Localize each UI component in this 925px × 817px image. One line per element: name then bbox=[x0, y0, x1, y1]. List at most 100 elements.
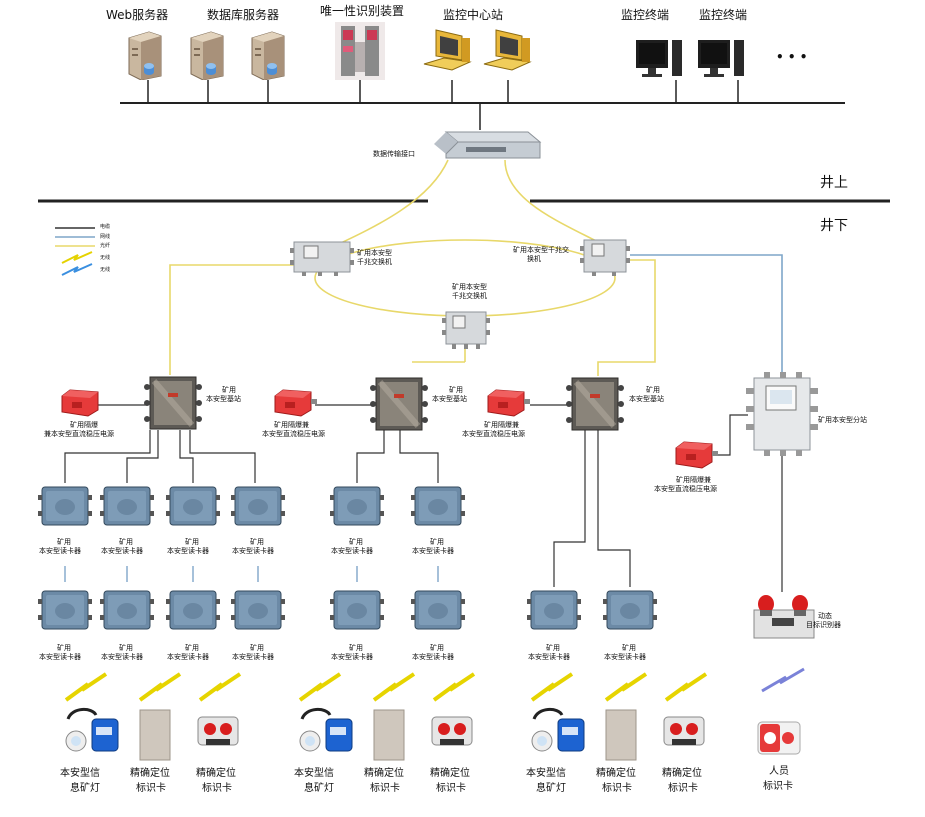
db-server-2-icon bbox=[251, 31, 285, 80]
location-tag-icon bbox=[663, 716, 705, 746]
reader-icon bbox=[100, 486, 154, 526]
reader-r1-1-line2: 本安型读卡器 bbox=[101, 547, 143, 555]
id-card-icon bbox=[605, 709, 637, 761]
detector-line2: 目标识别器 bbox=[806, 621, 841, 629]
wireless-signal-icon bbox=[298, 672, 342, 702]
power-a-line2: 兼本安型直流稳压电源 bbox=[44, 430, 114, 438]
power-b-line2: 本安型直流稳压电源 bbox=[262, 430, 325, 438]
card-0-line2: 标识卡 bbox=[136, 783, 166, 794]
power-c-line1: 矿用隔爆兼 bbox=[484, 421, 519, 429]
tag-2-line1: 精确定位 bbox=[662, 768, 702, 779]
wireless-signal-icon bbox=[372, 672, 416, 702]
db-server-icon bbox=[190, 31, 224, 80]
reader-icon bbox=[38, 590, 92, 630]
legend-cable: 电缆 bbox=[100, 224, 111, 230]
tag-0-line2: 标识卡 bbox=[202, 783, 232, 794]
power-supply-b-icon bbox=[274, 389, 317, 417]
wireless-signal-icon bbox=[198, 672, 242, 702]
reader-r2-3-line1: 矿用 bbox=[250, 644, 264, 652]
switch-left-icon bbox=[290, 241, 354, 276]
tag-2-line2: 标识卡 bbox=[668, 783, 698, 794]
label-unique-id-device: 唯一性识别装置 bbox=[320, 4, 405, 18]
reader-r1-2-line1: 矿用 bbox=[185, 538, 199, 546]
id-card-icon bbox=[139, 709, 171, 761]
reader-r2-1-line1: 矿用 bbox=[119, 644, 133, 652]
lamp-0-line2: 息矿灯 bbox=[70, 783, 100, 794]
label-above-ground: 井上 bbox=[820, 175, 848, 191]
reader-r2-3-line2: 本安型读卡器 bbox=[232, 653, 274, 661]
reader-icon bbox=[330, 590, 384, 630]
legend-network: 网线 bbox=[100, 234, 111, 240]
reader-r2-0-line1: 矿用 bbox=[57, 644, 71, 652]
label-substation: 矿用本安型分站 bbox=[818, 416, 867, 424]
data-port-icon bbox=[434, 131, 542, 159]
wireless-signal-icon bbox=[664, 672, 708, 702]
switch-right-line1: 矿用本安型千兆交 bbox=[513, 246, 569, 254]
power-d-line1: 矿用隔爆兼 bbox=[676, 476, 711, 484]
workstation-icon bbox=[423, 29, 472, 71]
switch-center-icon bbox=[442, 311, 490, 349]
reader-icon bbox=[38, 486, 92, 526]
reader-r2-0-line2: 本安型读卡器 bbox=[39, 653, 81, 661]
reader-r1-5-line2: 本安型读卡器 bbox=[412, 547, 454, 555]
tag-1-line1: 精确定位 bbox=[430, 768, 470, 779]
base-station-1-line2: 本安型基站 bbox=[206, 395, 241, 403]
dynamic-detector-icon bbox=[753, 595, 815, 639]
reader-r2-5-line2: 本安型读卡器 bbox=[412, 653, 454, 661]
reader-icon bbox=[166, 486, 220, 526]
reader-r2-5-line1: 矿用 bbox=[430, 644, 444, 652]
reader-r2-4-line1: 矿用 bbox=[349, 644, 363, 652]
power-a-line1: 矿用隔爆 bbox=[70, 421, 98, 429]
base-station-3-icon bbox=[566, 377, 624, 431]
location-tag-icon bbox=[431, 716, 473, 746]
reader-r2-4-line2: 本安型读卡器 bbox=[331, 653, 373, 661]
card-2-line2: 标识卡 bbox=[602, 783, 632, 794]
power-supply-d-icon bbox=[675, 441, 718, 469]
web-server-icon bbox=[128, 31, 162, 80]
wireless-signal-icon bbox=[432, 672, 476, 702]
label-monitor-center: 监控中心站 bbox=[443, 8, 504, 22]
reader-r1-1-line1: 矿用 bbox=[119, 538, 133, 546]
switch-center-line1: 矿用本安型 bbox=[452, 283, 487, 291]
wireless-signal-icon bbox=[530, 672, 574, 702]
id-card-icon bbox=[373, 709, 405, 761]
personnel-card-icon bbox=[757, 721, 801, 755]
power-supply-c-icon bbox=[487, 389, 530, 417]
power-d-line2: 本安型直流稳压电源 bbox=[654, 485, 717, 493]
base-station-2-line2: 本安型基站 bbox=[432, 395, 467, 403]
substation-icon bbox=[746, 372, 818, 456]
card-1-line1: 精确定位 bbox=[364, 768, 404, 779]
cap-lamp-icon bbox=[531, 708, 585, 752]
power-b-line1: 矿用隔爆兼 bbox=[274, 421, 309, 429]
power-supply-a-icon bbox=[61, 389, 99, 417]
personnel-card-line1: 人员 bbox=[769, 766, 789, 777]
label-db-server: 数据库服务器 bbox=[207, 8, 280, 22]
label-web-server: Web服务器 bbox=[106, 8, 169, 22]
reader-r1-4-line1: 矿用 bbox=[349, 538, 363, 546]
reader-icon bbox=[527, 590, 581, 630]
reader-r1-3-line2: 本安型读卡器 bbox=[232, 547, 274, 555]
reader-r1-0-line1: 矿用 bbox=[57, 538, 71, 546]
reader-r1-0-line2: 本安型读卡器 bbox=[39, 547, 81, 555]
reader-icon bbox=[411, 590, 465, 630]
workstation-2-icon bbox=[483, 29, 532, 71]
cap-lamp-icon bbox=[299, 708, 353, 752]
reader-r1-2-line2: 本安型读卡器 bbox=[167, 547, 209, 555]
detector-line1: 动态 bbox=[818, 612, 832, 620]
reader-r2-1-line2: 本安型读卡器 bbox=[101, 653, 143, 661]
label-underground: 井下 bbox=[820, 218, 848, 234]
lamp-1-line1: 本安型信 bbox=[294, 768, 334, 779]
switch-right-line2: 换机 bbox=[527, 255, 541, 263]
terminal-1-icon bbox=[636, 40, 682, 77]
card-1-line2: 标识卡 bbox=[370, 783, 400, 794]
location-tag-icon bbox=[197, 716, 239, 746]
base-station-2-line1: 矿用 bbox=[449, 386, 463, 394]
terminal-2-icon bbox=[698, 40, 744, 77]
base-station-3-line2: 本安型基站 bbox=[629, 395, 664, 403]
reader-r1-3-line1: 矿用 bbox=[250, 538, 264, 546]
label-data-port: 数据传输接口 bbox=[373, 150, 415, 158]
wireless-signal-icon bbox=[64, 672, 108, 702]
reader-icon bbox=[231, 486, 285, 526]
switch-left-line2: 千兆交换机 bbox=[357, 258, 392, 266]
